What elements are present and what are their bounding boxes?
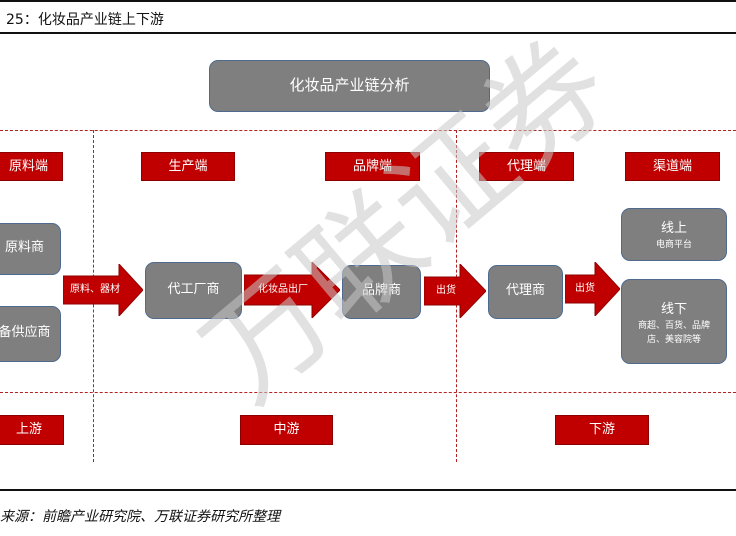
arrow-oem-to-brand: 化妆品出厂	[244, 262, 340, 318]
arrow-brand-to-agent: 出货	[424, 264, 486, 318]
node-raw-supplier-label: 原料商	[4, 240, 44, 255]
main-title: 化妆品产业链分析	[289, 76, 410, 94]
node-equipment-supplier-label: 备供应商	[0, 325, 51, 340]
segment-upstream: 上游	[0, 415, 64, 445]
arrow-oem-to-brand-label: 化妆品出厂	[258, 284, 308, 295]
stage-label-agency: 代理端	[479, 152, 574, 181]
node-offline-subtitle: 商超、百货、品牌店、美容院等	[637, 321, 710, 345]
source-note: 来源：前瞻产业研究院、万联证券研究所整理	[0, 509, 280, 525]
diagram-panel: 化妆品产业链分析 原料端 生产端 品牌端 代理端 渠道端 原料商 备供应商 代工…	[0, 36, 736, 491]
arrow-agent-to-channel: 出货	[565, 262, 620, 316]
arrow-oem-to-brand-shape	[244, 262, 340, 318]
figure-title-bar: 25：化妆品产业链上下游	[0, 0, 736, 34]
arrow-raw-to-oem: 原料、器材	[63, 264, 143, 316]
stage-label-production: 生产端	[141, 152, 235, 181]
arrow-brand-to-agent-shape	[424, 264, 486, 318]
stage-label-raw: 原料端	[0, 152, 63, 181]
node-offline: 线下 商超、百货、品牌店、美容院等	[621, 279, 727, 364]
node-online-subtitle: 电商平台	[655, 240, 692, 250]
node-oem-label: 代工厂商	[167, 282, 220, 297]
node-raw-supplier: 原料商	[0, 223, 61, 275]
node-brand-owner-label: 品牌商	[361, 283, 401, 298]
main-title-box: 化妆品产业链分析	[209, 60, 490, 112]
figure-title: 25：化妆品产业链上下游	[6, 12, 164, 28]
stage-label-brand: 品牌端	[325, 152, 420, 181]
segment-downstream: 下游	[555, 415, 649, 445]
separator-bottom	[0, 392, 736, 393]
separator-top	[0, 130, 736, 131]
node-online-title: 线上	[660, 221, 687, 236]
arrow-raw-to-oem-label: 原料、器材	[70, 284, 120, 295]
segment-midstream: 中游	[240, 415, 333, 445]
node-equipment-supplier: 备供应商	[0, 306, 61, 362]
node-agent: 代理商	[488, 265, 563, 319]
node-brand-owner: 品牌商	[342, 265, 421, 319]
arrow-brand-to-agent-label: 出货	[436, 285, 456, 296]
node-online: 线上 电商平台	[621, 208, 727, 261]
node-oem: 代工厂商	[145, 262, 242, 319]
arrow-agent-to-channel-shape	[565, 262, 620, 316]
node-agent-label: 代理商	[505, 283, 545, 298]
stage-label-channel: 渠道端	[625, 152, 720, 181]
arrow-agent-to-channel-label: 出货	[575, 283, 595, 294]
arrow-raw-to-oem-shape	[63, 264, 143, 316]
node-offline-title: 线下	[660, 302, 687, 317]
